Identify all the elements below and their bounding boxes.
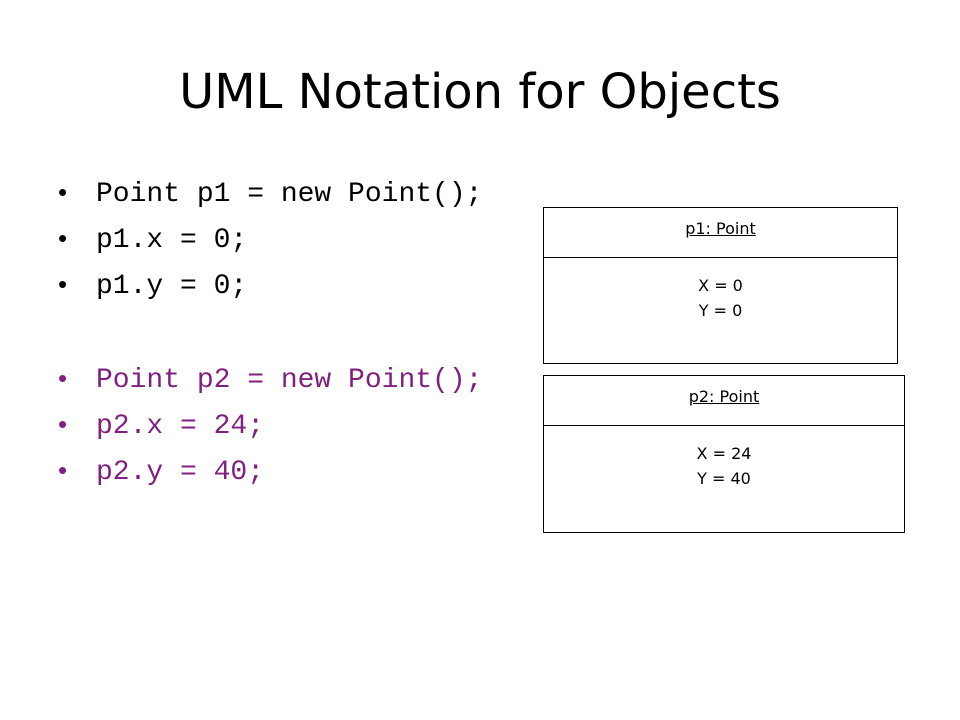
uml-attribute-list: X = 24 Y = 40	[544, 426, 904, 491]
uml-attribute: X = 0	[698, 276, 743, 295]
code-text: p2.x = 24;	[96, 411, 265, 442]
code-line: • p1.x = 0;	[58, 218, 247, 258]
code-line: • p2.y = 40;	[58, 450, 264, 490]
uml-object-name: p2: Point	[544, 376, 904, 426]
slide-title: UML Notation for Objects	[179, 64, 781, 120]
code-text: p2.y = 40;	[96, 457, 265, 488]
uml-attribute: Y = 40	[697, 469, 751, 488]
code-text: p1.x = 0;	[96, 225, 248, 256]
code-text: Point p2 = new Point();	[96, 365, 483, 396]
bullet-icon: •	[58, 409, 68, 439]
bullet-icon: •	[58, 363, 68, 393]
uml-object-p1: p1: Point X = 0 Y = 0	[543, 207, 898, 364]
uml-object-name: p1: Point	[544, 208, 897, 258]
code-line: • p2.x = 24;	[58, 404, 264, 444]
uml-attribute-list: X = 0 Y = 0	[544, 258, 897, 323]
uml-attribute: X = 24	[696, 444, 752, 463]
bullet-icon: •	[58, 177, 68, 207]
uml-object-p2: p2: Point X = 24 Y = 40	[543, 375, 905, 533]
uml-attribute: Y = 0	[698, 301, 743, 320]
bullet-icon: •	[58, 455, 68, 485]
code-text: Point p1 = new Point();	[96, 179, 483, 210]
code-line: • Point p2 = new Point();	[58, 358, 482, 398]
code-text: p1.y = 0;	[96, 271, 248, 302]
code-line: • Point p1 = new Point();	[58, 172, 482, 212]
code-line: • p1.y = 0;	[58, 264, 247, 304]
bullet-icon: •	[58, 223, 68, 253]
bullet-icon: •	[58, 269, 68, 299]
